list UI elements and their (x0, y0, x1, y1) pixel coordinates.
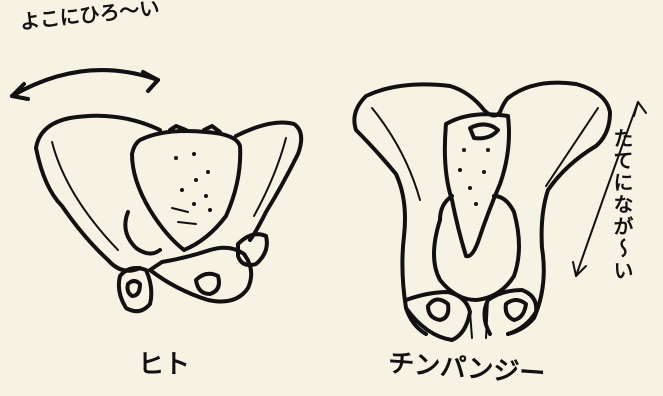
chimp-pelvis-drawing (354, 83, 610, 340)
human-pelvis-drawing (36, 116, 301, 311)
horizontal-double-arrow-icon (12, 70, 158, 99)
